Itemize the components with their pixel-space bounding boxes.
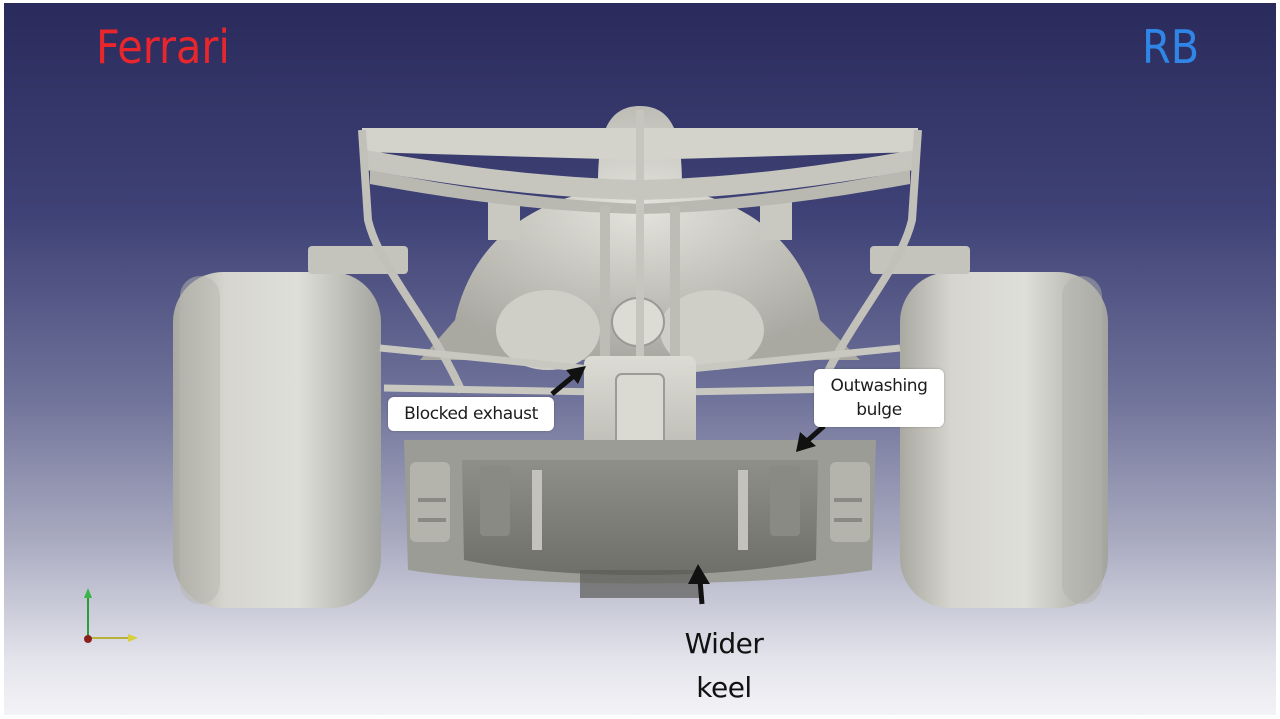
callout-outwashing-line1: Outwashing [830,376,928,396]
right-tyre [900,272,1108,608]
callout-blocked-exhaust: Blocked exhaust [388,397,554,431]
callout-outwashing-bulge: Outwashing bulge [814,369,944,427]
label-wider-keel: Wider keel [660,622,788,710]
rear-wing [358,110,922,394]
team-label-ferrari: Ferrari [96,20,230,74]
arrow-wider-keel [688,564,710,605]
label-wider-keel-line1: Wider [684,627,764,660]
axis-triad-icon [84,588,138,643]
arrow-outwashing-bulge [796,424,826,452]
left-tyre [173,272,381,608]
callout-outwashing-line2: bulge [856,400,902,420]
label-wider-keel-line2: keel [696,671,752,704]
team-label-rb: RB [1142,20,1200,74]
diffuser [404,440,876,598]
gearbox [584,356,696,456]
arrow-blocked-exhaust [550,366,586,396]
